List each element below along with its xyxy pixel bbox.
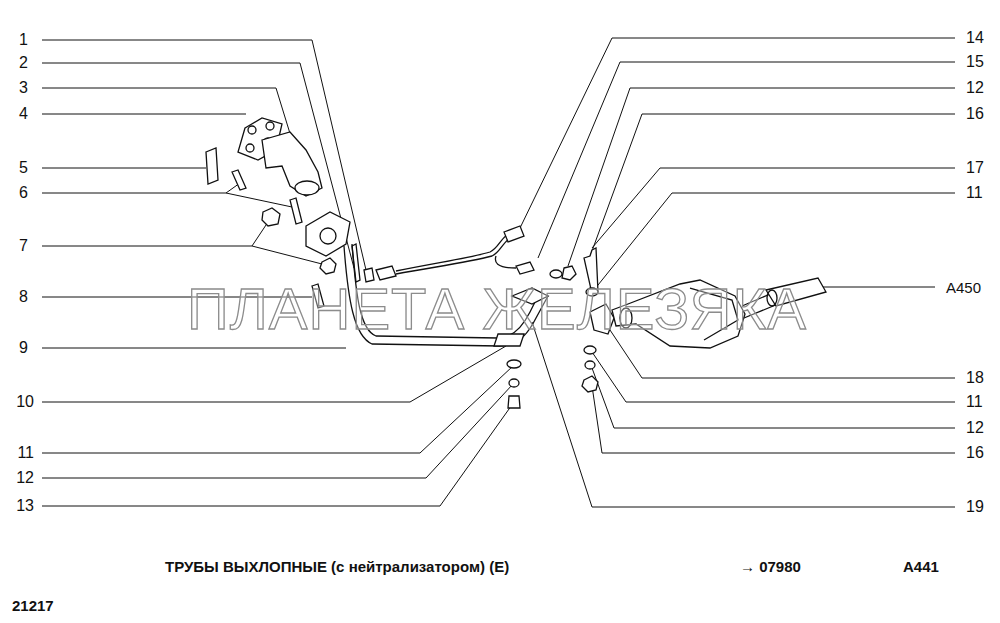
callout-number: 7 xyxy=(19,238,28,254)
serial-number: → 07980 xyxy=(740,559,801,574)
figure-title: ТРУБЫ ВЫХЛОПНЫЕ (с нейтрализатором) (Е) xyxy=(165,559,509,574)
callout-number: 11 xyxy=(966,394,983,410)
callout-number: 6 xyxy=(19,185,28,201)
callout-number: 1 xyxy=(19,32,28,48)
callout-number: 12 xyxy=(16,470,34,486)
watermark: ПЛАНЕТА ЖЕЛЕЗЯКА xyxy=(187,280,807,338)
figure-code: A441 xyxy=(903,559,939,574)
leader-lines xyxy=(42,38,955,507)
callout-number: 14 xyxy=(966,30,984,46)
callout-number: 12 xyxy=(966,420,984,436)
callout-number: 16 xyxy=(966,106,984,122)
callout-number: 19 xyxy=(966,499,984,515)
callout-number: 9 xyxy=(19,340,28,356)
callout-number: 12 xyxy=(966,80,984,96)
callout-number: 2 xyxy=(19,55,28,71)
callout-number: 13 xyxy=(16,498,34,514)
callout-number: 18 xyxy=(966,370,984,386)
parts xyxy=(206,118,598,408)
callout-number: 11 xyxy=(17,445,34,461)
callout-number: 4 xyxy=(19,106,28,122)
callout-number: 5 xyxy=(19,160,28,176)
callout-number: 16 xyxy=(966,445,984,461)
model-code: 21217 xyxy=(12,598,54,613)
part-reference: A450 xyxy=(946,280,981,295)
callout-number: 17 xyxy=(966,160,984,176)
callout-number: 11 xyxy=(966,185,983,201)
callout-number: 8 xyxy=(19,289,28,305)
callout-number: 15 xyxy=(966,54,984,70)
callout-number: 3 xyxy=(19,80,28,96)
callout-number: 10 xyxy=(16,394,34,410)
